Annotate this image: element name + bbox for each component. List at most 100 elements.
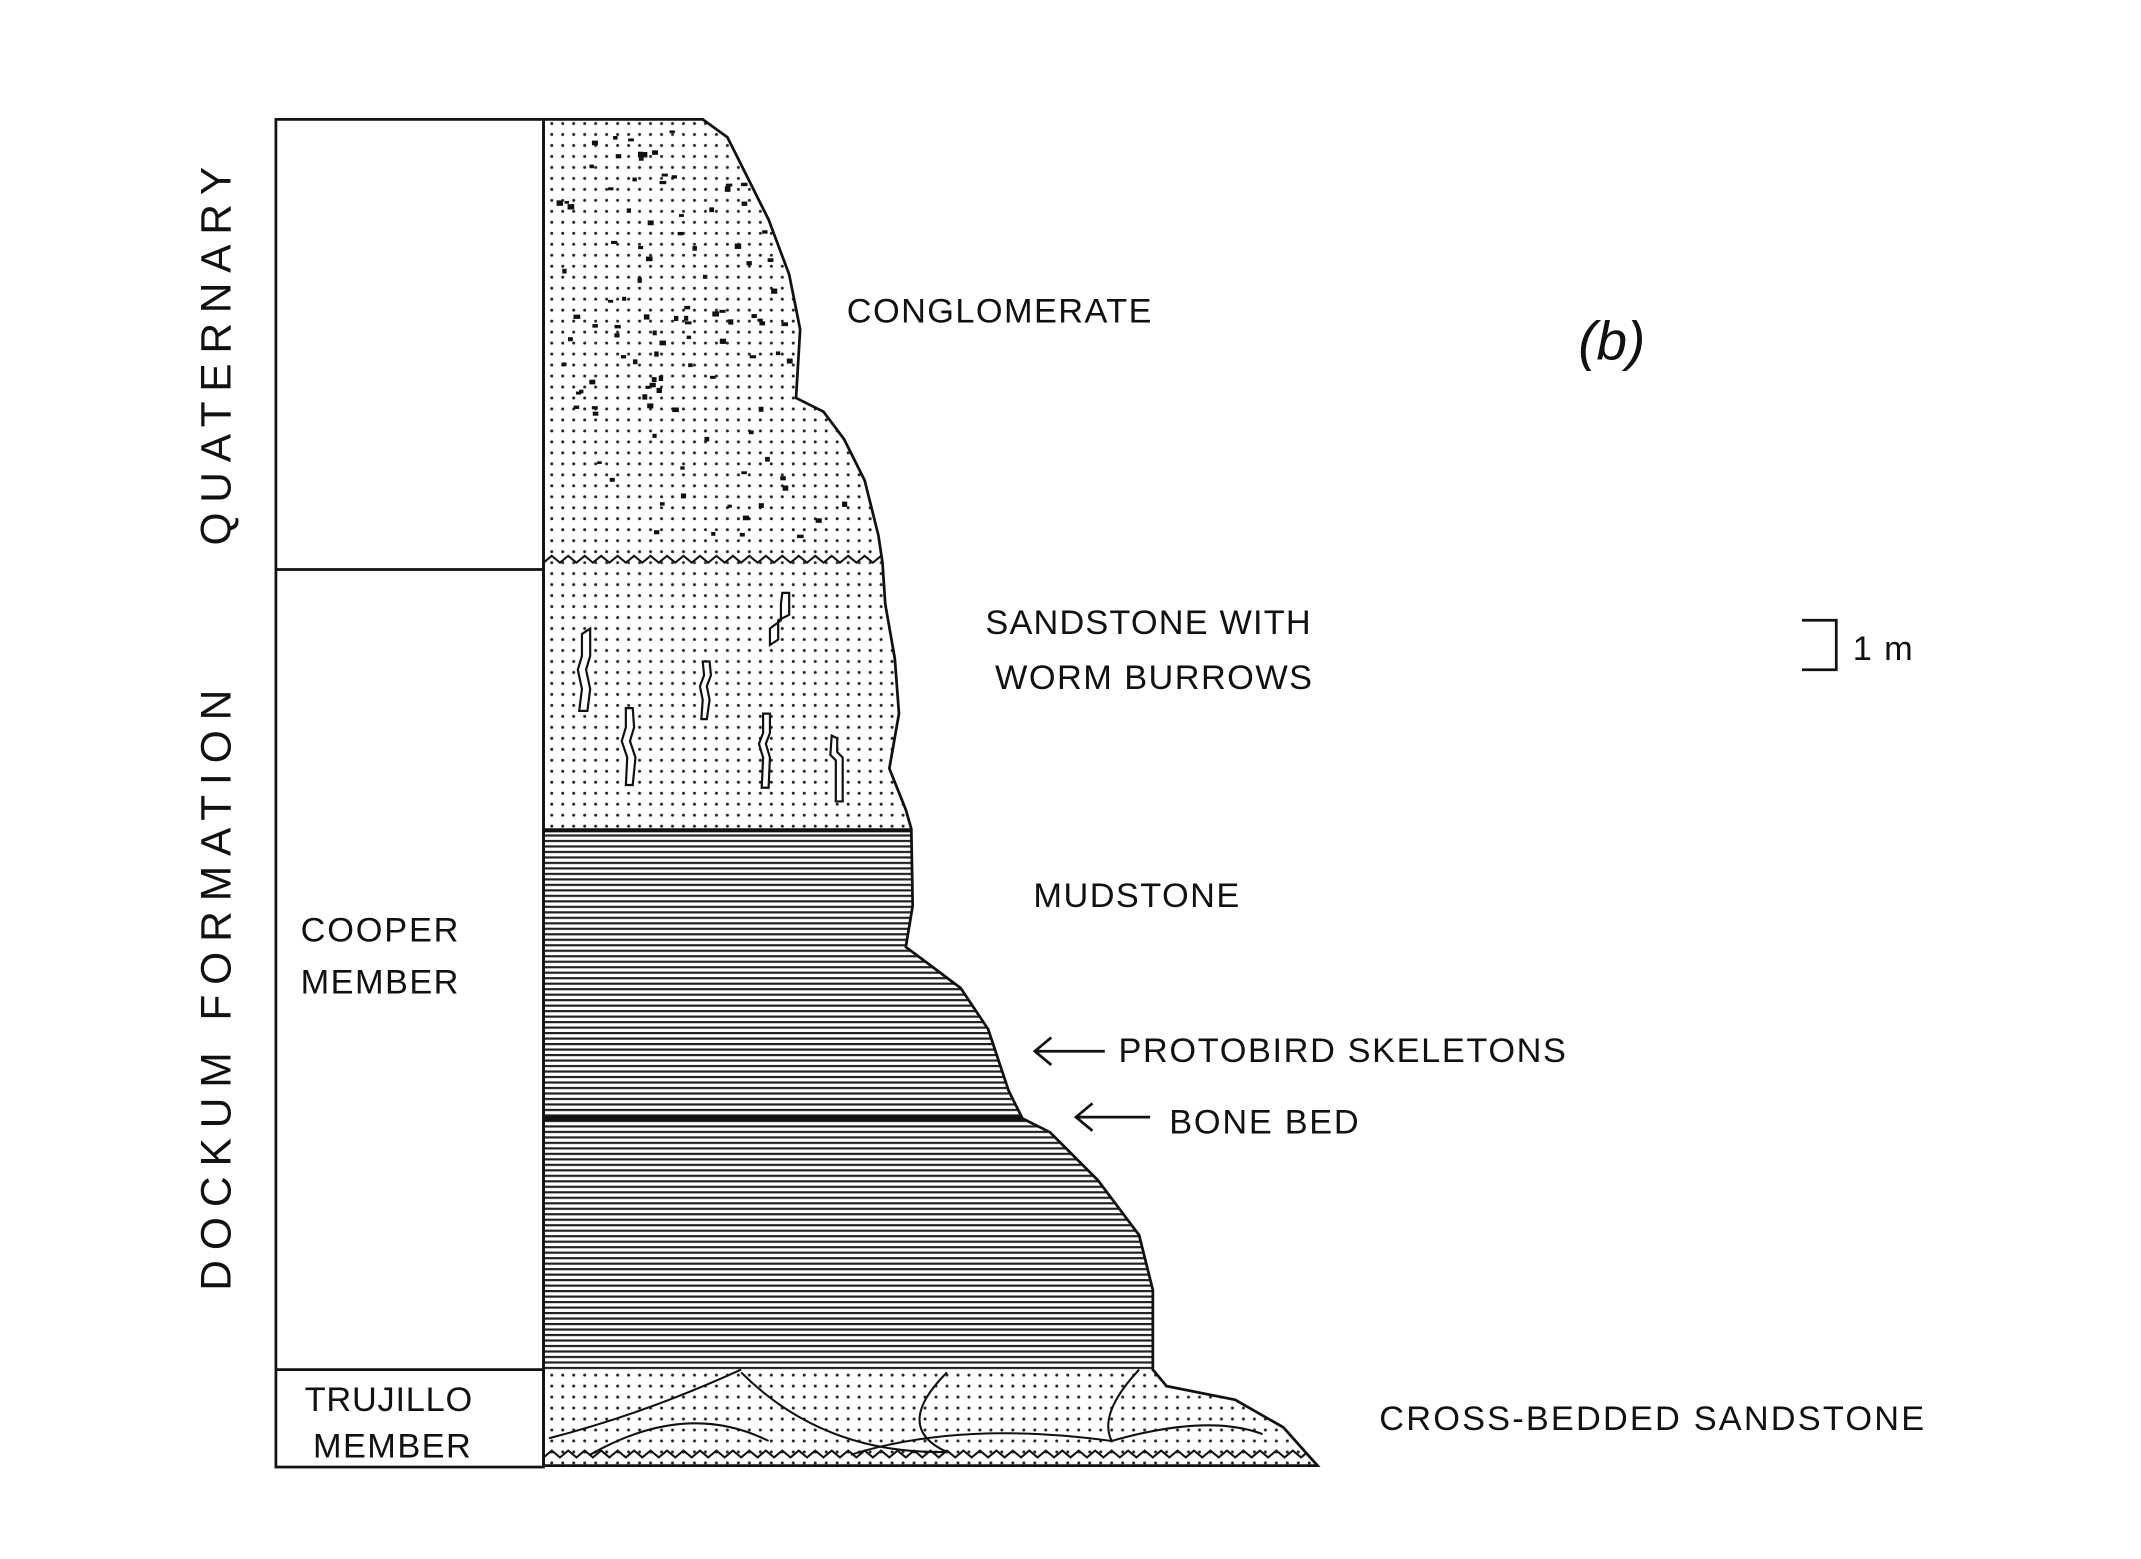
pebble-mark xyxy=(576,391,582,395)
annotation-bone-bed: BONE BED xyxy=(1169,1104,1360,1142)
pebble-mark xyxy=(686,335,692,340)
cross-bedded-sandstone-layer xyxy=(543,1369,1318,1466)
mudstone-layer xyxy=(543,828,1318,1370)
pebble-mark xyxy=(647,220,654,226)
pebble-mark xyxy=(742,515,750,521)
pebble-mark xyxy=(656,387,662,394)
pebble-mark xyxy=(710,375,716,379)
pebble-mark xyxy=(680,466,685,470)
pebble-mark xyxy=(592,411,599,416)
basal-wavy-line xyxy=(543,1449,1318,1459)
pebble-mark xyxy=(637,277,642,283)
pebble-mark xyxy=(647,403,654,409)
pebble-mark xyxy=(815,518,822,523)
unconformity-wavy-line xyxy=(543,554,907,565)
pebble-mark xyxy=(757,318,763,322)
pebble-mark xyxy=(607,299,614,303)
pebble-mark xyxy=(680,493,687,499)
pebble-mark xyxy=(677,231,684,236)
pebble-mark xyxy=(759,321,766,326)
pebble-mark xyxy=(556,200,563,206)
pebble-mark xyxy=(638,157,644,161)
pebble-mark xyxy=(842,501,848,507)
pebble-mark xyxy=(785,201,792,206)
pebble-mark xyxy=(688,363,693,368)
weathering-profile-outline xyxy=(542,118,1321,1468)
pebble-mark xyxy=(637,151,644,158)
pebble-mark xyxy=(567,204,575,210)
pebble-mark xyxy=(771,288,778,294)
pebble-mark xyxy=(758,406,764,412)
pebble-mark xyxy=(641,152,648,158)
pebble-mark xyxy=(749,355,757,359)
pebble-mark xyxy=(704,436,710,442)
pebble-mark xyxy=(782,485,789,491)
pebble-mark xyxy=(568,337,573,342)
pebble-mark xyxy=(642,394,648,400)
figure-label: (b) xyxy=(1578,310,1645,372)
arrow-left-icon xyxy=(1073,1102,1151,1132)
pebble-mark xyxy=(741,201,748,206)
pebble-mark xyxy=(659,340,666,346)
annotation-protobird-skeletons: PROTOBIRD SKELETONS xyxy=(1119,1032,1568,1070)
conglomerate-layer xyxy=(543,119,1318,563)
pebble-mark xyxy=(651,377,657,382)
pebble-mark xyxy=(781,322,789,327)
pebble-mark xyxy=(632,359,638,365)
pebble-mark xyxy=(725,183,733,187)
pebble-mark xyxy=(614,324,621,329)
cross-bed-arcs xyxy=(548,1368,1263,1456)
pebble-mark xyxy=(719,309,726,313)
era-label-quaternary: QUATERNARY xyxy=(193,157,241,545)
pebble-mark xyxy=(561,362,567,367)
pebble-mark xyxy=(613,136,618,140)
pebble-mark xyxy=(671,175,677,179)
pebble-mark xyxy=(684,315,689,321)
scale-bar-bracket xyxy=(1801,618,1838,672)
unit-label-sandstone-line2: WORM BURROWS xyxy=(995,659,1313,697)
pebble-mark xyxy=(762,230,768,234)
pebble-mark xyxy=(573,314,581,319)
pebble-mark xyxy=(761,162,766,166)
pebble-mark xyxy=(626,208,631,213)
pebble-mark xyxy=(724,186,731,192)
pebble-mark xyxy=(719,338,727,344)
pebble-mark xyxy=(748,430,754,435)
scale-bar-label: 1 m xyxy=(1853,630,1914,668)
pebble-mark xyxy=(659,502,665,506)
pebble-mark xyxy=(591,406,598,410)
unit-label-sandstone-line1: SANDSTONE WITH xyxy=(985,604,1312,642)
pebble-mark xyxy=(649,382,656,388)
pebble-mark xyxy=(609,477,615,482)
pebble-mark xyxy=(727,504,732,508)
pebble-mark xyxy=(786,358,793,364)
pebble-mark xyxy=(661,173,668,177)
unit-label-conglomerate: CONGLOMERATE xyxy=(847,293,1153,331)
pebble-mark xyxy=(669,130,675,134)
pebble-mark xyxy=(740,182,748,187)
pebble-mark xyxy=(654,351,659,357)
pebble-mark xyxy=(711,531,716,536)
pebble-mark xyxy=(741,471,747,475)
pebble-mark xyxy=(684,305,691,310)
pebble-mark xyxy=(702,274,708,279)
pebble-mark xyxy=(758,503,764,508)
pebble-mark xyxy=(652,150,659,155)
pebble-mark xyxy=(638,245,644,250)
pebble-mark xyxy=(562,268,567,274)
unit-label-mudstone: MUDSTONE xyxy=(1033,877,1240,915)
pebble-mark xyxy=(622,296,627,301)
pebble-mark xyxy=(608,187,614,191)
pebble-mark xyxy=(728,319,734,325)
pebble-mark xyxy=(765,456,770,462)
pebble-mark xyxy=(780,476,786,481)
pebble-mark xyxy=(591,140,598,146)
pebble-mark xyxy=(573,405,580,409)
pebble-mark xyxy=(653,530,660,535)
pebble-mark xyxy=(611,240,618,245)
pebble-mark xyxy=(620,355,627,359)
pebble-mark xyxy=(628,138,634,142)
pebble-mark xyxy=(734,243,742,249)
pebble-mark xyxy=(652,330,657,336)
